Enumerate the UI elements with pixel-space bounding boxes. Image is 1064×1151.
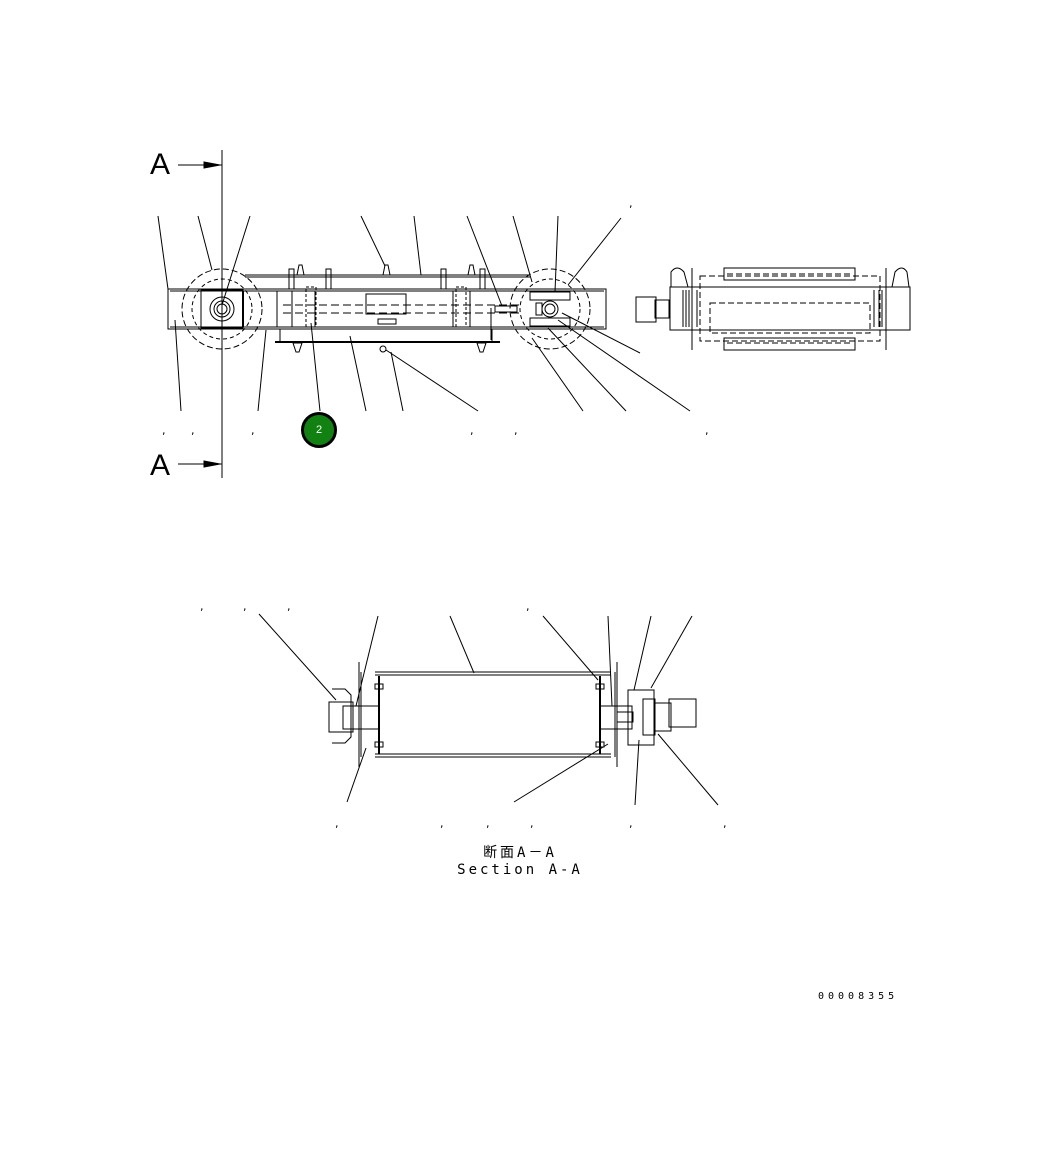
right-sprocket xyxy=(509,268,591,350)
label-separator: , xyxy=(191,424,195,437)
label-separator: , xyxy=(287,600,291,613)
section-title-en: Section A-A xyxy=(457,862,583,878)
label-separator: , xyxy=(514,424,518,437)
label-separator: , xyxy=(530,817,534,830)
section-marker-bottom: A xyxy=(150,449,171,482)
label-separator: , xyxy=(705,424,709,437)
top-view-leaders xyxy=(157,215,691,412)
label-separator: , xyxy=(440,817,444,830)
label-separator: , xyxy=(629,817,633,830)
label-separator: , xyxy=(526,600,530,613)
label-separator: , xyxy=(335,817,339,830)
label-separator: , xyxy=(470,424,474,437)
label-separator: , xyxy=(162,424,166,437)
callout-item-2[interactable]: 2 xyxy=(301,412,337,448)
label-separator: , xyxy=(723,817,727,830)
label-separator: , xyxy=(486,817,490,830)
label-separator: , xyxy=(251,424,255,437)
left-sprocket xyxy=(181,268,263,350)
document-number: 00008355 xyxy=(818,991,899,1002)
label-separator: , xyxy=(243,600,247,613)
section-title-jp: 断面A－A xyxy=(483,845,557,861)
label-separator: , xyxy=(629,197,633,210)
section-view xyxy=(328,662,697,767)
section-marker-top: A xyxy=(150,148,171,181)
label-separator: , xyxy=(200,600,204,613)
section-view-leaders xyxy=(258,613,719,806)
side-view xyxy=(635,267,911,351)
